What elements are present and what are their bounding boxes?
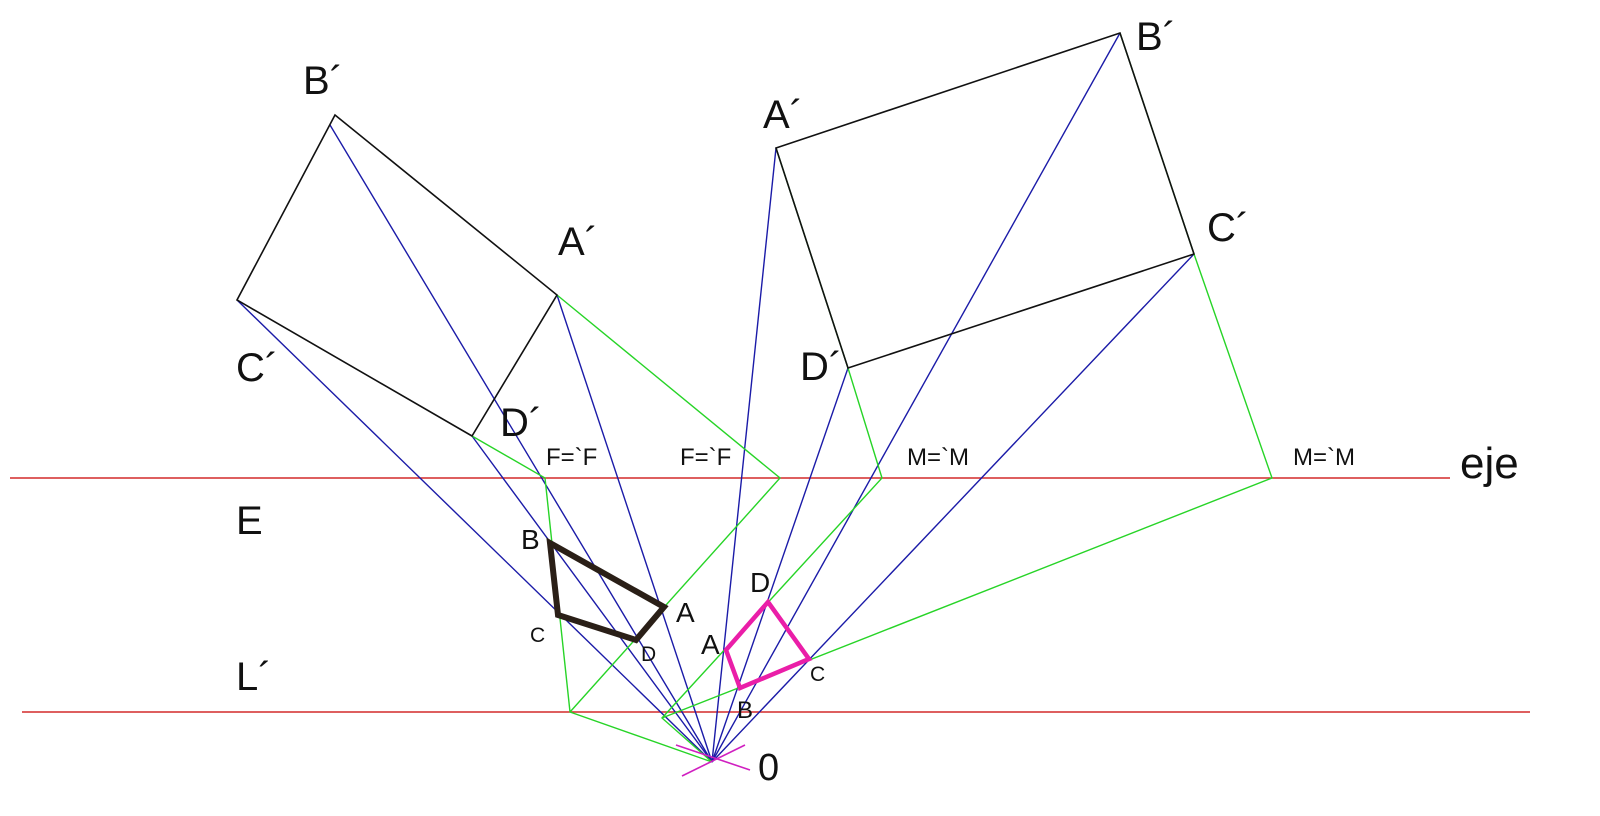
construction-rays xyxy=(236,32,1195,763)
label-right-b-prime: B´ xyxy=(1136,15,1176,59)
ray-left-b xyxy=(329,124,713,763)
label-left-a: A xyxy=(676,597,695,628)
label-right-b: B xyxy=(737,697,753,724)
figure-outlines xyxy=(235,31,1196,438)
label-eje: eje xyxy=(1460,439,1519,488)
label-left-d: D xyxy=(641,643,656,666)
ray-left-a xyxy=(556,294,713,763)
ray-left-c xyxy=(236,299,713,763)
label-f2: F=`F xyxy=(680,444,731,471)
label-left-b-prime: B´ xyxy=(303,59,343,103)
label-right-d: D xyxy=(750,567,770,598)
label-left-a-prime: A´ xyxy=(558,220,598,264)
label-right-c-prime: C´ xyxy=(1207,206,1249,250)
left-f-construction xyxy=(556,294,782,713)
right-labels: A´ B´ C´ D´ M=`M M=`M D A C B xyxy=(701,15,1355,724)
label-e: E xyxy=(236,499,263,543)
label-m1: M=`M xyxy=(907,444,969,471)
affinity-lines xyxy=(471,32,1273,763)
label-m2: M=`M xyxy=(1293,444,1355,471)
label-left-d-prime: D´ xyxy=(500,401,542,445)
label-left-c-prime: C´ xyxy=(236,346,278,390)
ray-right-b xyxy=(711,32,1121,763)
right-quadrilateral xyxy=(723,598,813,691)
axis-lines xyxy=(10,477,1530,713)
label-right-a: A xyxy=(701,629,720,660)
label-left-c: C xyxy=(530,624,545,647)
left-quadrilateral xyxy=(546,537,669,644)
label-right-a-prime: A´ xyxy=(763,93,803,137)
label-right-c: C xyxy=(810,663,825,686)
ray-right-c xyxy=(711,253,1195,763)
left-figure-prime xyxy=(235,113,559,438)
label-f1: F=`F xyxy=(546,444,597,471)
left-labels: B´ A´ C´ D´ F=`F F=`F E L´ B A C D xyxy=(236,59,731,699)
label-right-d-prime: D´ xyxy=(800,345,842,389)
center-mark xyxy=(675,744,751,777)
label-left-b: B xyxy=(521,524,540,555)
right-figure-prime xyxy=(774,31,1196,370)
label-origin: 0 xyxy=(758,747,779,789)
ray-right-d xyxy=(711,367,849,763)
label-l-prime: L´ xyxy=(236,655,272,699)
ray-right-a xyxy=(711,147,777,763)
